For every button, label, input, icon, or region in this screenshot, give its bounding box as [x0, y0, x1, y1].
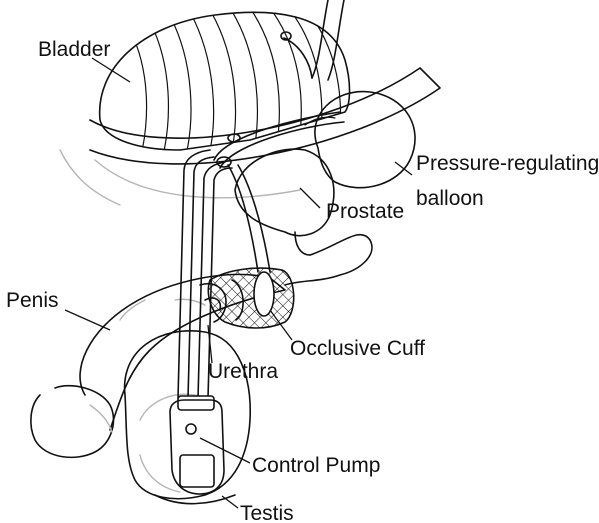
label-pressure-regulating-line2: balloon — [416, 187, 484, 210]
label-testis: Testis — [240, 502, 294, 523]
label-urethra: Urethra — [208, 360, 278, 383]
label-bladder: Bladder — [38, 38, 110, 61]
occlusive-cuff — [208, 268, 293, 328]
pubic-bone — [60, 68, 440, 205]
label-prostate: Prostate — [326, 200, 404, 223]
control-pump — [170, 396, 224, 494]
label-penis: Penis — [6, 289, 59, 312]
label-occlusive-cuff: Occlusive Cuff — [290, 337, 425, 360]
label-control-pump: Control Pump — [252, 454, 380, 477]
label-pressure-regulating-line1: Pressure-regulating — [416, 152, 599, 175]
